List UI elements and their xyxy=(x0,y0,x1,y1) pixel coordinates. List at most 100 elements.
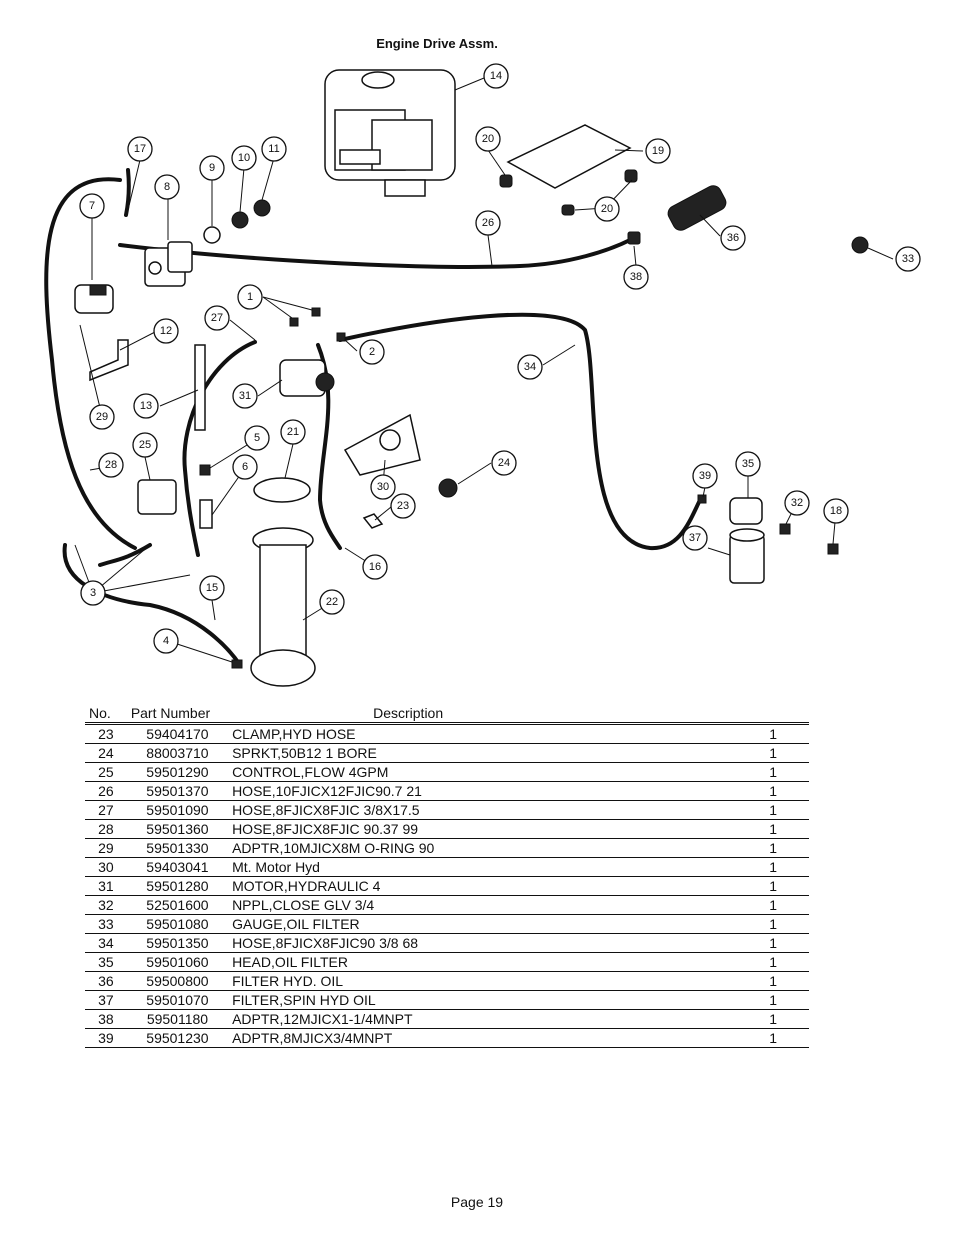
svg-text:25: 25 xyxy=(139,439,151,451)
callout-39: 39 xyxy=(692,463,718,489)
callout-6: 6 xyxy=(232,454,258,480)
exploded-parts-diagram: 1 2 3 4 5 6 7 8 9 10 11 12 13 14 15 16 1… xyxy=(0,55,954,695)
svg-text:2: 2 xyxy=(369,346,375,358)
callout-14: 14 xyxy=(483,63,509,89)
row-no: 35 xyxy=(85,952,127,972)
svg-text:39: 39 xyxy=(699,470,711,482)
svg-text:5: 5 xyxy=(254,432,260,444)
row-qty: 1 xyxy=(704,743,809,763)
svg-text:11: 11 xyxy=(268,143,279,155)
tank-22 xyxy=(250,527,316,687)
engine-14 xyxy=(324,69,456,197)
row-part-number: 59501280 xyxy=(126,876,229,896)
row-qty: 1 xyxy=(704,990,809,1010)
sprocket-24 xyxy=(438,478,458,498)
row-no: 38 xyxy=(85,1009,127,1029)
row-no: 31 xyxy=(85,876,127,896)
row-part-number: 59500800 xyxy=(126,971,229,991)
row-no: 23 xyxy=(85,723,127,744)
row-qty: 1 xyxy=(704,971,809,991)
hose-3a xyxy=(98,543,152,567)
header-qty xyxy=(704,702,809,725)
table-header-row: No. Part Number Description xyxy=(85,702,809,725)
callout-38: 38 xyxy=(623,264,649,290)
row-part-number: 59501090 xyxy=(126,800,229,820)
svg-text:36: 36 xyxy=(727,232,739,244)
fitting-1a xyxy=(289,317,299,327)
spin-filter-37 xyxy=(729,528,765,584)
callout-22: 22 xyxy=(319,589,345,615)
header-no: No. xyxy=(85,702,127,725)
callout-27: 27 xyxy=(204,305,230,331)
svg-text:6: 6 xyxy=(242,461,248,473)
row-no: 26 xyxy=(85,781,127,801)
row-qty: 1 xyxy=(704,1009,809,1029)
svg-text:20: 20 xyxy=(482,133,494,145)
fitting-6 xyxy=(199,499,213,529)
callout-13: 13 xyxy=(133,393,159,419)
callout-18: 18 xyxy=(823,498,849,524)
clamp-23 xyxy=(362,513,384,529)
row-no: 30 xyxy=(85,857,127,877)
svg-text:27: 27 xyxy=(211,312,223,324)
callout-24: 24 xyxy=(491,450,517,476)
row-part-number: 59501180 xyxy=(126,1009,229,1029)
svg-text:17: 17 xyxy=(134,143,146,155)
row-description: HOSE,8FJICX8FJIC 90.37 99 xyxy=(228,819,705,839)
hose-28 xyxy=(44,177,137,550)
hose-27 xyxy=(182,340,257,557)
row-part-number: 59501350 xyxy=(126,933,229,953)
callout-31: 31 xyxy=(232,383,258,409)
row-qty: 1 xyxy=(704,819,809,839)
isolator-20b xyxy=(624,169,638,183)
row-no: 32 xyxy=(85,895,127,915)
isolator-20c xyxy=(561,204,575,216)
row-qty: 1 xyxy=(704,933,809,953)
callout-16: 16 xyxy=(362,554,388,580)
fitting-5 xyxy=(199,464,211,476)
nipple-32 xyxy=(779,523,791,535)
svg-text:21: 21 xyxy=(287,426,299,438)
callout-21: 21 xyxy=(280,419,306,445)
callout-29: 29 xyxy=(89,404,115,430)
callout-7: 7 xyxy=(79,193,105,219)
row-no: 36 xyxy=(85,971,127,991)
callout-30: 30 xyxy=(370,474,396,500)
callout-33: 33 xyxy=(895,246,921,272)
svg-text:8: 8 xyxy=(164,181,170,193)
callout-2: 2 xyxy=(359,339,385,365)
row-no: 28 xyxy=(85,819,127,839)
svg-text:29: 29 xyxy=(96,411,108,423)
callout-34: 34 xyxy=(517,354,543,380)
callout-11: 11 xyxy=(261,136,287,162)
svg-text:28: 28 xyxy=(105,459,117,471)
bracket-12 xyxy=(89,339,129,382)
fitting-4 xyxy=(231,659,243,669)
plate-19 xyxy=(506,124,632,189)
row-no: 34 xyxy=(85,933,127,953)
svg-text:7: 7 xyxy=(89,200,95,212)
gauge-33 xyxy=(851,236,869,254)
flow-control-25 xyxy=(137,479,177,515)
callout-26: 26 xyxy=(475,210,501,236)
row-part-number: 88003710 xyxy=(126,743,229,763)
row-description: HOSE,8FJICX8FJIC90 3/8 68 xyxy=(228,933,705,953)
callout-28: 28 xyxy=(98,452,124,478)
pump-8 xyxy=(144,241,193,287)
callout-20a: 20 xyxy=(475,126,501,152)
filter-head-35 xyxy=(729,497,763,525)
svg-text:30: 30 xyxy=(377,481,389,493)
row-description: HEAD,OIL FILTER xyxy=(228,952,705,972)
gasket-21 xyxy=(253,477,311,503)
